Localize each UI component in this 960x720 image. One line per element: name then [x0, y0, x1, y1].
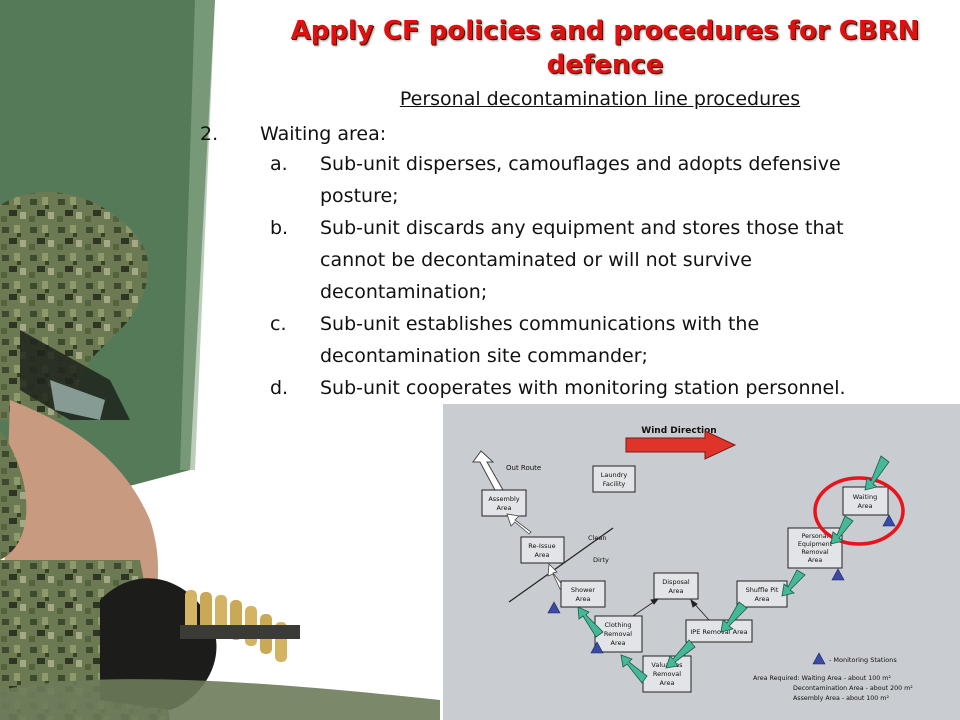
slide-subtitle: Personal decontamination line procedures	[399, 88, 801, 110]
sub-item-text: Sub-unit disperses, camouflages and adop…	[320, 153, 841, 207]
monitoring-station-triangle	[882, 514, 896, 527]
wind-direction-label: Wind Direction	[641, 426, 716, 436]
monitoring-stations	[547, 514, 896, 665]
clean-dirty-line	[508, 527, 614, 603]
arrow-entry-to-waiting	[864, 455, 890, 491]
waiting-area-highlight-circle	[813, 476, 905, 546]
area-required-line: Assembly Area - about 100 m²	[793, 695, 889, 702]
personal-equipment-label: Personal	[802, 533, 829, 540]
procedure-list: 2. Waiting area: a. Sub-unit disperses, …	[200, 120, 920, 404]
sub-item-a: a. Sub-unit disperses, camouflages and a…	[270, 148, 920, 212]
sub-item-text: Sub-unit establishes communications with…	[320, 313, 760, 367]
reissue-label: Area	[535, 551, 550, 559]
arrow-valuables-to-clothing	[620, 654, 648, 684]
shuffle-pit-label: Area	[755, 595, 770, 603]
goggles	[50, 380, 105, 420]
personal-equipment-label: Equipment	[798, 541, 833, 548]
reissue-area-box	[520, 536, 565, 564]
disposal-arrows	[632, 598, 710, 621]
clothing-label: Area	[611, 639, 626, 647]
decontamination-line-diagram: Wind Direction Out Route Laundry Facilit…	[443, 404, 960, 720]
area-required-line: Area Required: Waiting Area - about 100 …	[753, 675, 891, 682]
sub-item-d: d. Sub-unit cooperates with monitoring s…	[270, 372, 920, 404]
shower-area-box	[560, 580, 606, 608]
legend-monitoring-label: - Monitoring Stations	[829, 656, 897, 664]
waiting-label: Waiting	[853, 493, 877, 501]
clothing-label: Clothing	[604, 621, 631, 629]
item-heading: Waiting area:	[260, 123, 387, 145]
sub-item-c: c. Sub-unit establishes communications w…	[270, 308, 920, 372]
reissue-label: Re-Issue	[528, 542, 555, 550]
valuables-removal-box	[642, 655, 692, 693]
disposal-label: Disposal	[662, 578, 690, 586]
arrow-shuffle-to-ipe	[720, 601, 748, 633]
waiting-area-box	[842, 486, 889, 516]
laundry-label: Facility	[603, 480, 626, 488]
list-item-waiting-area: 2. Waiting area:	[200, 120, 920, 148]
dirty-label: Dirty	[593, 556, 609, 564]
laundry-facility-box	[592, 465, 636, 493]
sub-item-letter: c.	[270, 313, 287, 335]
clothing-removal-box	[594, 615, 643, 653]
slide-title: Apply CF policies and procedures for CBR…	[290, 16, 920, 80]
monitoring-station-triangle	[812, 652, 826, 665]
arrow-ipe-to-valuables	[665, 639, 696, 669]
shuffle-pit-box	[736, 580, 788, 608]
sub-item-b: b. Sub-unit discards any equipment and s…	[270, 212, 920, 308]
laundry-label: Laundry	[601, 471, 628, 479]
arrow-reissue-to-assembly	[506, 513, 532, 535]
shuffle-pit-label: Shuffle Pit	[746, 586, 779, 594]
ammunition-belt	[180, 590, 300, 662]
sub-item-letter: a.	[270, 153, 288, 175]
personal-equipment-label: Area	[808, 557, 823, 564]
waiting-label: Area	[858, 502, 873, 510]
sub-item-letter: d.	[270, 377, 289, 399]
arrow-waiting-to-personal	[830, 515, 854, 545]
monitoring-station-triangle	[547, 601, 561, 614]
wind-direction-arrow	[625, 430, 737, 460]
area-required-line: Decontamination Area - about 200 m²	[793, 685, 913, 692]
sub-item-text: Sub-unit cooperates with monitoring stat…	[320, 377, 846, 399]
valuables-label: Removal	[653, 670, 681, 678]
disposal-label: Area	[669, 587, 684, 595]
flow-arrows	[577, 455, 890, 684]
sub-item-text: Sub-unit discards any equipment and stor…	[320, 217, 844, 303]
assembly-area-box	[481, 489, 527, 517]
arrow-clothing-to-shower	[577, 606, 604, 638]
ipe-label: IPE Removal Area	[690, 628, 747, 636]
disposal-area-box	[653, 572, 699, 600]
assembly-label: Assembly	[488, 495, 519, 503]
ipe-removal-box	[685, 619, 753, 643]
clothing-label: Removal	[604, 630, 632, 638]
valuables-label: Area	[660, 679, 675, 687]
monitoring-station-triangle	[831, 568, 845, 581]
clean-label: Clean	[588, 534, 606, 542]
monitoring-station-triangle	[590, 641, 604, 654]
item-number: 2.	[200, 123, 219, 145]
sub-item-letter: b.	[270, 217, 289, 239]
out-route-label: Out Route	[506, 464, 541, 472]
assembly-label: Area	[497, 504, 512, 512]
personal-equipment-label: Removal	[801, 549, 829, 556]
shower-label: Shower	[571, 586, 596, 594]
shower-label: Area	[576, 595, 591, 603]
arrow-personal-to-shuffle	[781, 569, 806, 597]
